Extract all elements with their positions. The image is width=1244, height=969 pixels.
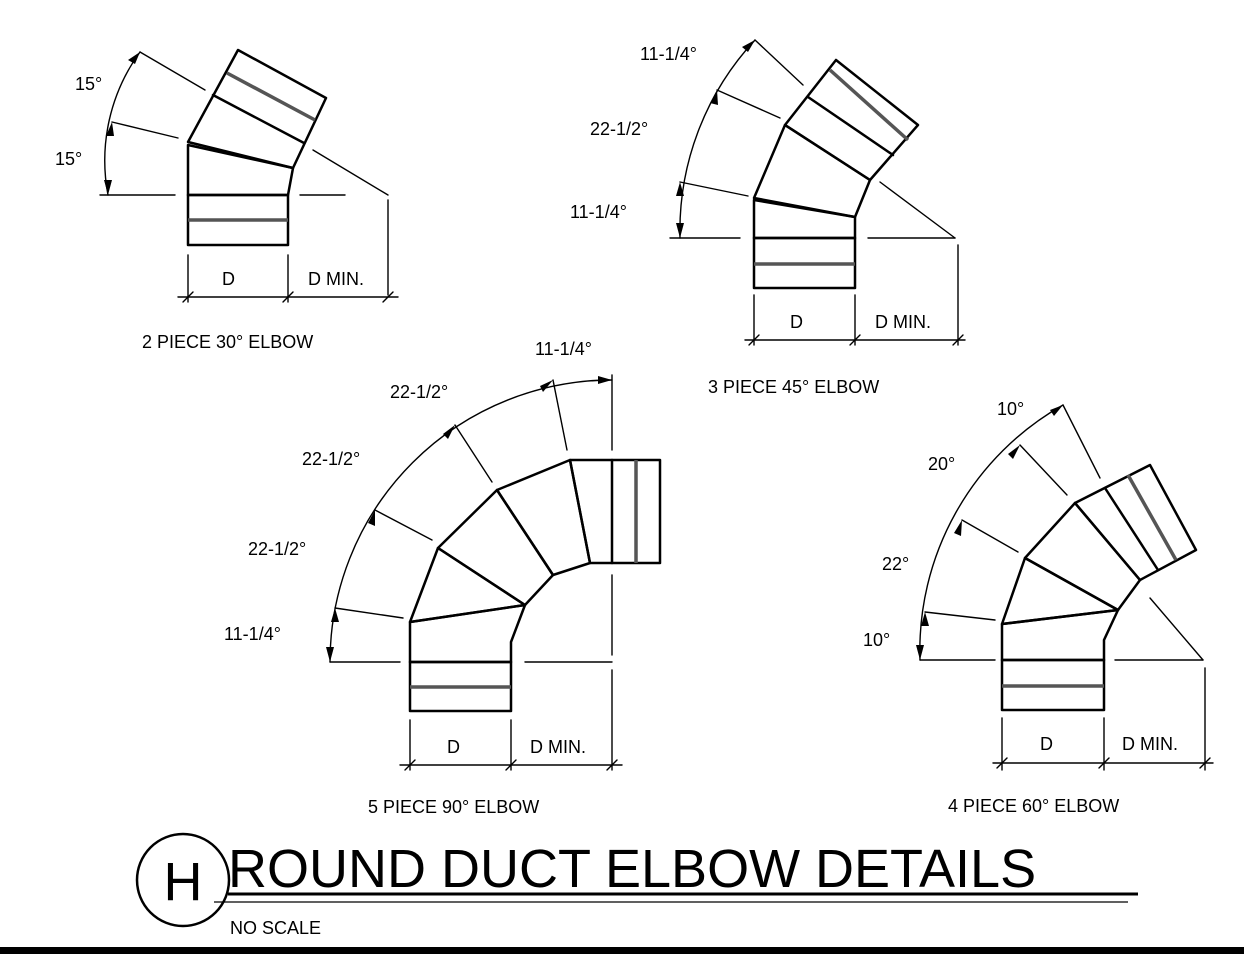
dimension-label-d: D bbox=[222, 269, 235, 289]
duct-segment bbox=[1000, 556, 1120, 626]
sheet-border-bottom bbox=[0, 947, 1244, 954]
seam-line bbox=[226, 71, 316, 122]
joint-line bbox=[1103, 486, 1160, 572]
angle-label: 15° bbox=[75, 74, 102, 94]
angle-label: 22-1/2° bbox=[302, 449, 360, 469]
duct-segment bbox=[1023, 501, 1142, 612]
angle-label: 11-1/4° bbox=[535, 339, 592, 359]
angle-label: 11-1/4° bbox=[640, 44, 697, 64]
elbow-5-piece-90: 11-1/4° 22-1/2° 22-1/2° 22-1/2° 11-1/4° … bbox=[224, 339, 662, 817]
joint-line bbox=[806, 95, 895, 157]
angle-label: 22° bbox=[882, 554, 909, 574]
elbow-caption: 2 PIECE 30° ELBOW bbox=[142, 332, 313, 352]
elbow-caption: 4 PIECE 60° ELBOW bbox=[948, 796, 1119, 816]
elbow-caption: 3 PIECE 45° ELBOW bbox=[708, 377, 879, 397]
dimension-label-d: D bbox=[1040, 734, 1053, 754]
elbow-3-piece-45: 11-1/4° 22-1/2° 11-1/4° D D MIN. 3 PIECE… bbox=[570, 39, 966, 397]
dimension-label-dmin: D MIN. bbox=[875, 312, 931, 332]
section-mark-letter: H bbox=[164, 852, 203, 912]
title-block: H ROUND DUCT ELBOW DETAILS NO SCALE bbox=[0, 832, 1244, 954]
dimension-label-dmin: D MIN. bbox=[1122, 734, 1178, 754]
angle-label: 11-1/4° bbox=[570, 202, 627, 222]
angle-label: 22-1/2° bbox=[390, 382, 448, 402]
page-title: ROUND DUCT ELBOW DETAILS bbox=[228, 839, 1036, 899]
duct-segment bbox=[783, 58, 920, 182]
angle-label: 11-1/4° bbox=[224, 624, 281, 644]
elbow-2-piece-30: 15° 15° D D MIN. 2 PIECE 30° ELBOW bbox=[55, 48, 399, 352]
angle-label: 10° bbox=[863, 630, 890, 650]
duct-segment bbox=[568, 458, 662, 565]
duct-segment bbox=[495, 458, 592, 577]
dimension-label-d: D bbox=[790, 312, 803, 332]
dimension-label-d: D bbox=[447, 737, 460, 757]
elbow-4-piece-60: 10° 20° 22° 10° D D MIN. 4 PIECE 60° ELB… bbox=[863, 399, 1214, 816]
dimension-label-dmin: D MIN. bbox=[530, 737, 586, 757]
angle-label: 15° bbox=[55, 149, 82, 169]
elbow-caption: 5 PIECE 90° ELBOW bbox=[368, 797, 539, 817]
angle-label: 22-1/2° bbox=[590, 119, 648, 139]
page-subtitle: NO SCALE bbox=[230, 918, 321, 938]
duct-segment bbox=[408, 546, 527, 624]
section-mark-circle bbox=[135, 832, 231, 928]
seam-line bbox=[828, 68, 910, 142]
duct-segment bbox=[1073, 463, 1198, 582]
seam-line bbox=[1126, 474, 1178, 561]
duct-segment bbox=[186, 48, 328, 170]
dimension-label-dmin: D MIN. bbox=[308, 269, 364, 289]
angle-label: 22-1/2° bbox=[248, 539, 306, 559]
joint-line bbox=[211, 93, 306, 145]
duct-segment bbox=[186, 143, 295, 197]
duct-segment bbox=[752, 198, 857, 240]
angle-label: 10° bbox=[997, 399, 1024, 419]
angle-label: 20° bbox=[928, 454, 955, 474]
